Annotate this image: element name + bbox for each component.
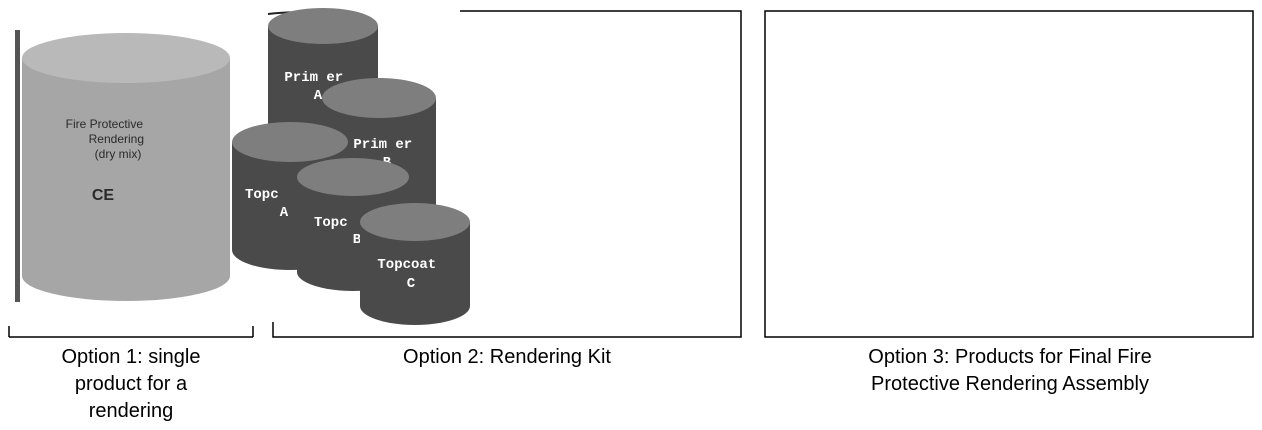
kit-label-primer-a-line-2: A (314, 88, 323, 104)
option2-caption-line-1: Option 2: Rendering Kit (403, 346, 611, 368)
option2-caption: Option 2: Rendering Kit (272, 344, 742, 371)
svg-text:Topc B: Topc B (314, 215, 362, 248)
svg-text:Topc A: Topc A (245, 187, 289, 221)
svg-text:Prim er A: Prim er A (284, 70, 351, 104)
kit-cylinder-topcoat-c: Topcoat C (360, 203, 470, 325)
svg-text:Fire Protective Renderin: Fire Protective Rendering (dry mix) (66, 117, 148, 161)
option3-caption-line-2: Protective Rendering Assembly (871, 373, 1149, 395)
kit-label-topcoat-a-line-2: A (280, 205, 289, 221)
option1-caption-line-3: rendering (88, 400, 174, 422)
option1-caption: Option 1: single product for a rendering (8, 344, 254, 425)
kit-label-primer-a-line-1: Prim er (284, 70, 343, 86)
option3-caption: Option 3: Products for Final Fire Protec… (765, 344, 1255, 398)
kit-label-primer-b-line-1: Prim er (353, 137, 412, 153)
single-product-text-line-1: Fire Protective (66, 117, 144, 131)
option1-caption-line-2: product for a (74, 373, 188, 395)
single-product-text-line-3: (dry mix) (95, 147, 142, 161)
single-product-cylinder: Fire Protective Rendering (dry mix) CE (15, 30, 230, 302)
kit-label-topcoat-a-line-1: Topc (245, 187, 279, 203)
option1-bracket (8, 326, 254, 338)
single-product-body (22, 58, 230, 301)
kit-label-topcoat-b-line-1: Topc (314, 215, 348, 231)
svg-text:Topcoat C: Topcoat C (377, 257, 444, 292)
kit-label-topcoat-c-line-2: C (407, 276, 416, 292)
ce-mark: CE (92, 187, 115, 204)
option2-frame (272, 10, 742, 338)
option3-frame (764, 10, 1254, 338)
single-product-text-line-2: Rendering (89, 132, 144, 146)
single-product-top (22, 33, 230, 83)
kit-label-topcoat-b-line-2: B (353, 232, 362, 248)
kit-label-topcoat-c-line-1: Topcoat (377, 257, 436, 273)
option3-caption-line-1: Option 3: Products for Final Fire (868, 346, 1152, 368)
option1-caption-line-1: Option 1: single (61, 346, 201, 368)
